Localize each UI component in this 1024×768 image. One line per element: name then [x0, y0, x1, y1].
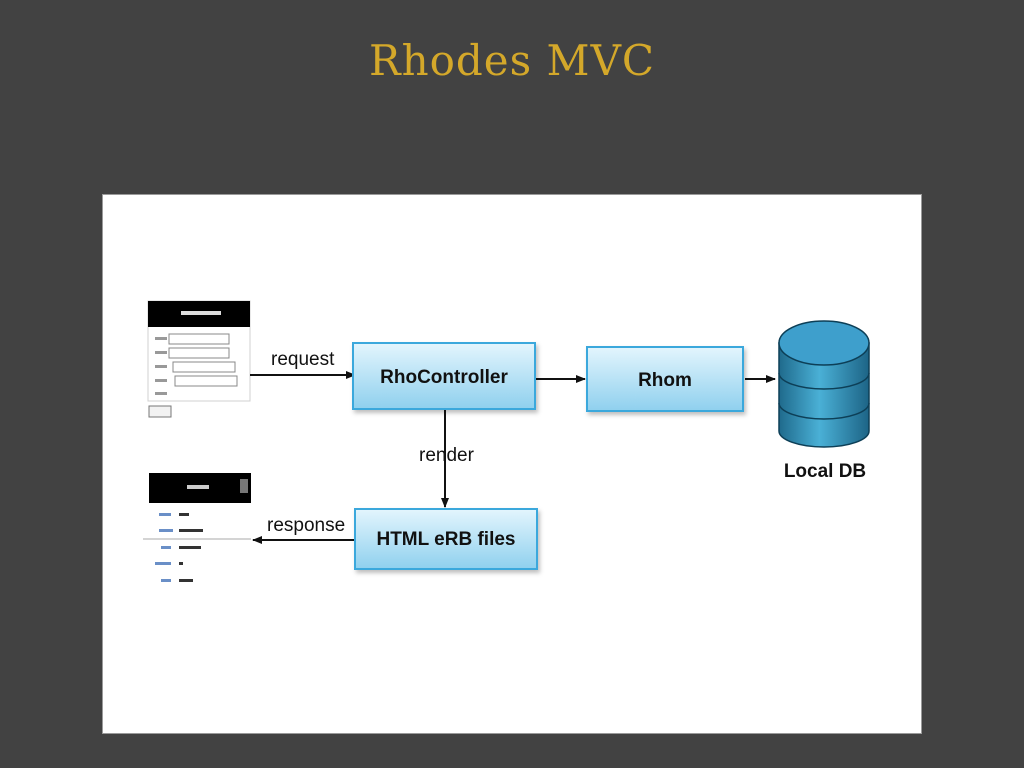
rhom-node: Rhom	[586, 346, 744, 412]
mvc-diagram: request render response RhoController Rh…	[143, 300, 870, 582]
database-icon	[778, 320, 870, 448]
result-screenshot	[143, 473, 251, 582]
diagram-frame: request render response RhoController Rh…	[102, 194, 922, 734]
html-erb-label: HTML eRB files	[376, 529, 515, 550]
rhom-label: Rhom	[638, 370, 692, 391]
request-label: request	[271, 349, 335, 370]
form-screenshot	[147, 300, 251, 418]
render-label: render	[419, 445, 475, 466]
rhocontroller-label: RhoController	[380, 367, 508, 388]
local-db-label: Local DB	[784, 461, 866, 482]
html-erb-node: HTML eRB files	[354, 508, 538, 570]
rhocontroller-node: RhoController	[352, 342, 536, 410]
slide-title: Rhodes MVC	[368, 36, 656, 85]
response-label: response	[267, 515, 345, 536]
